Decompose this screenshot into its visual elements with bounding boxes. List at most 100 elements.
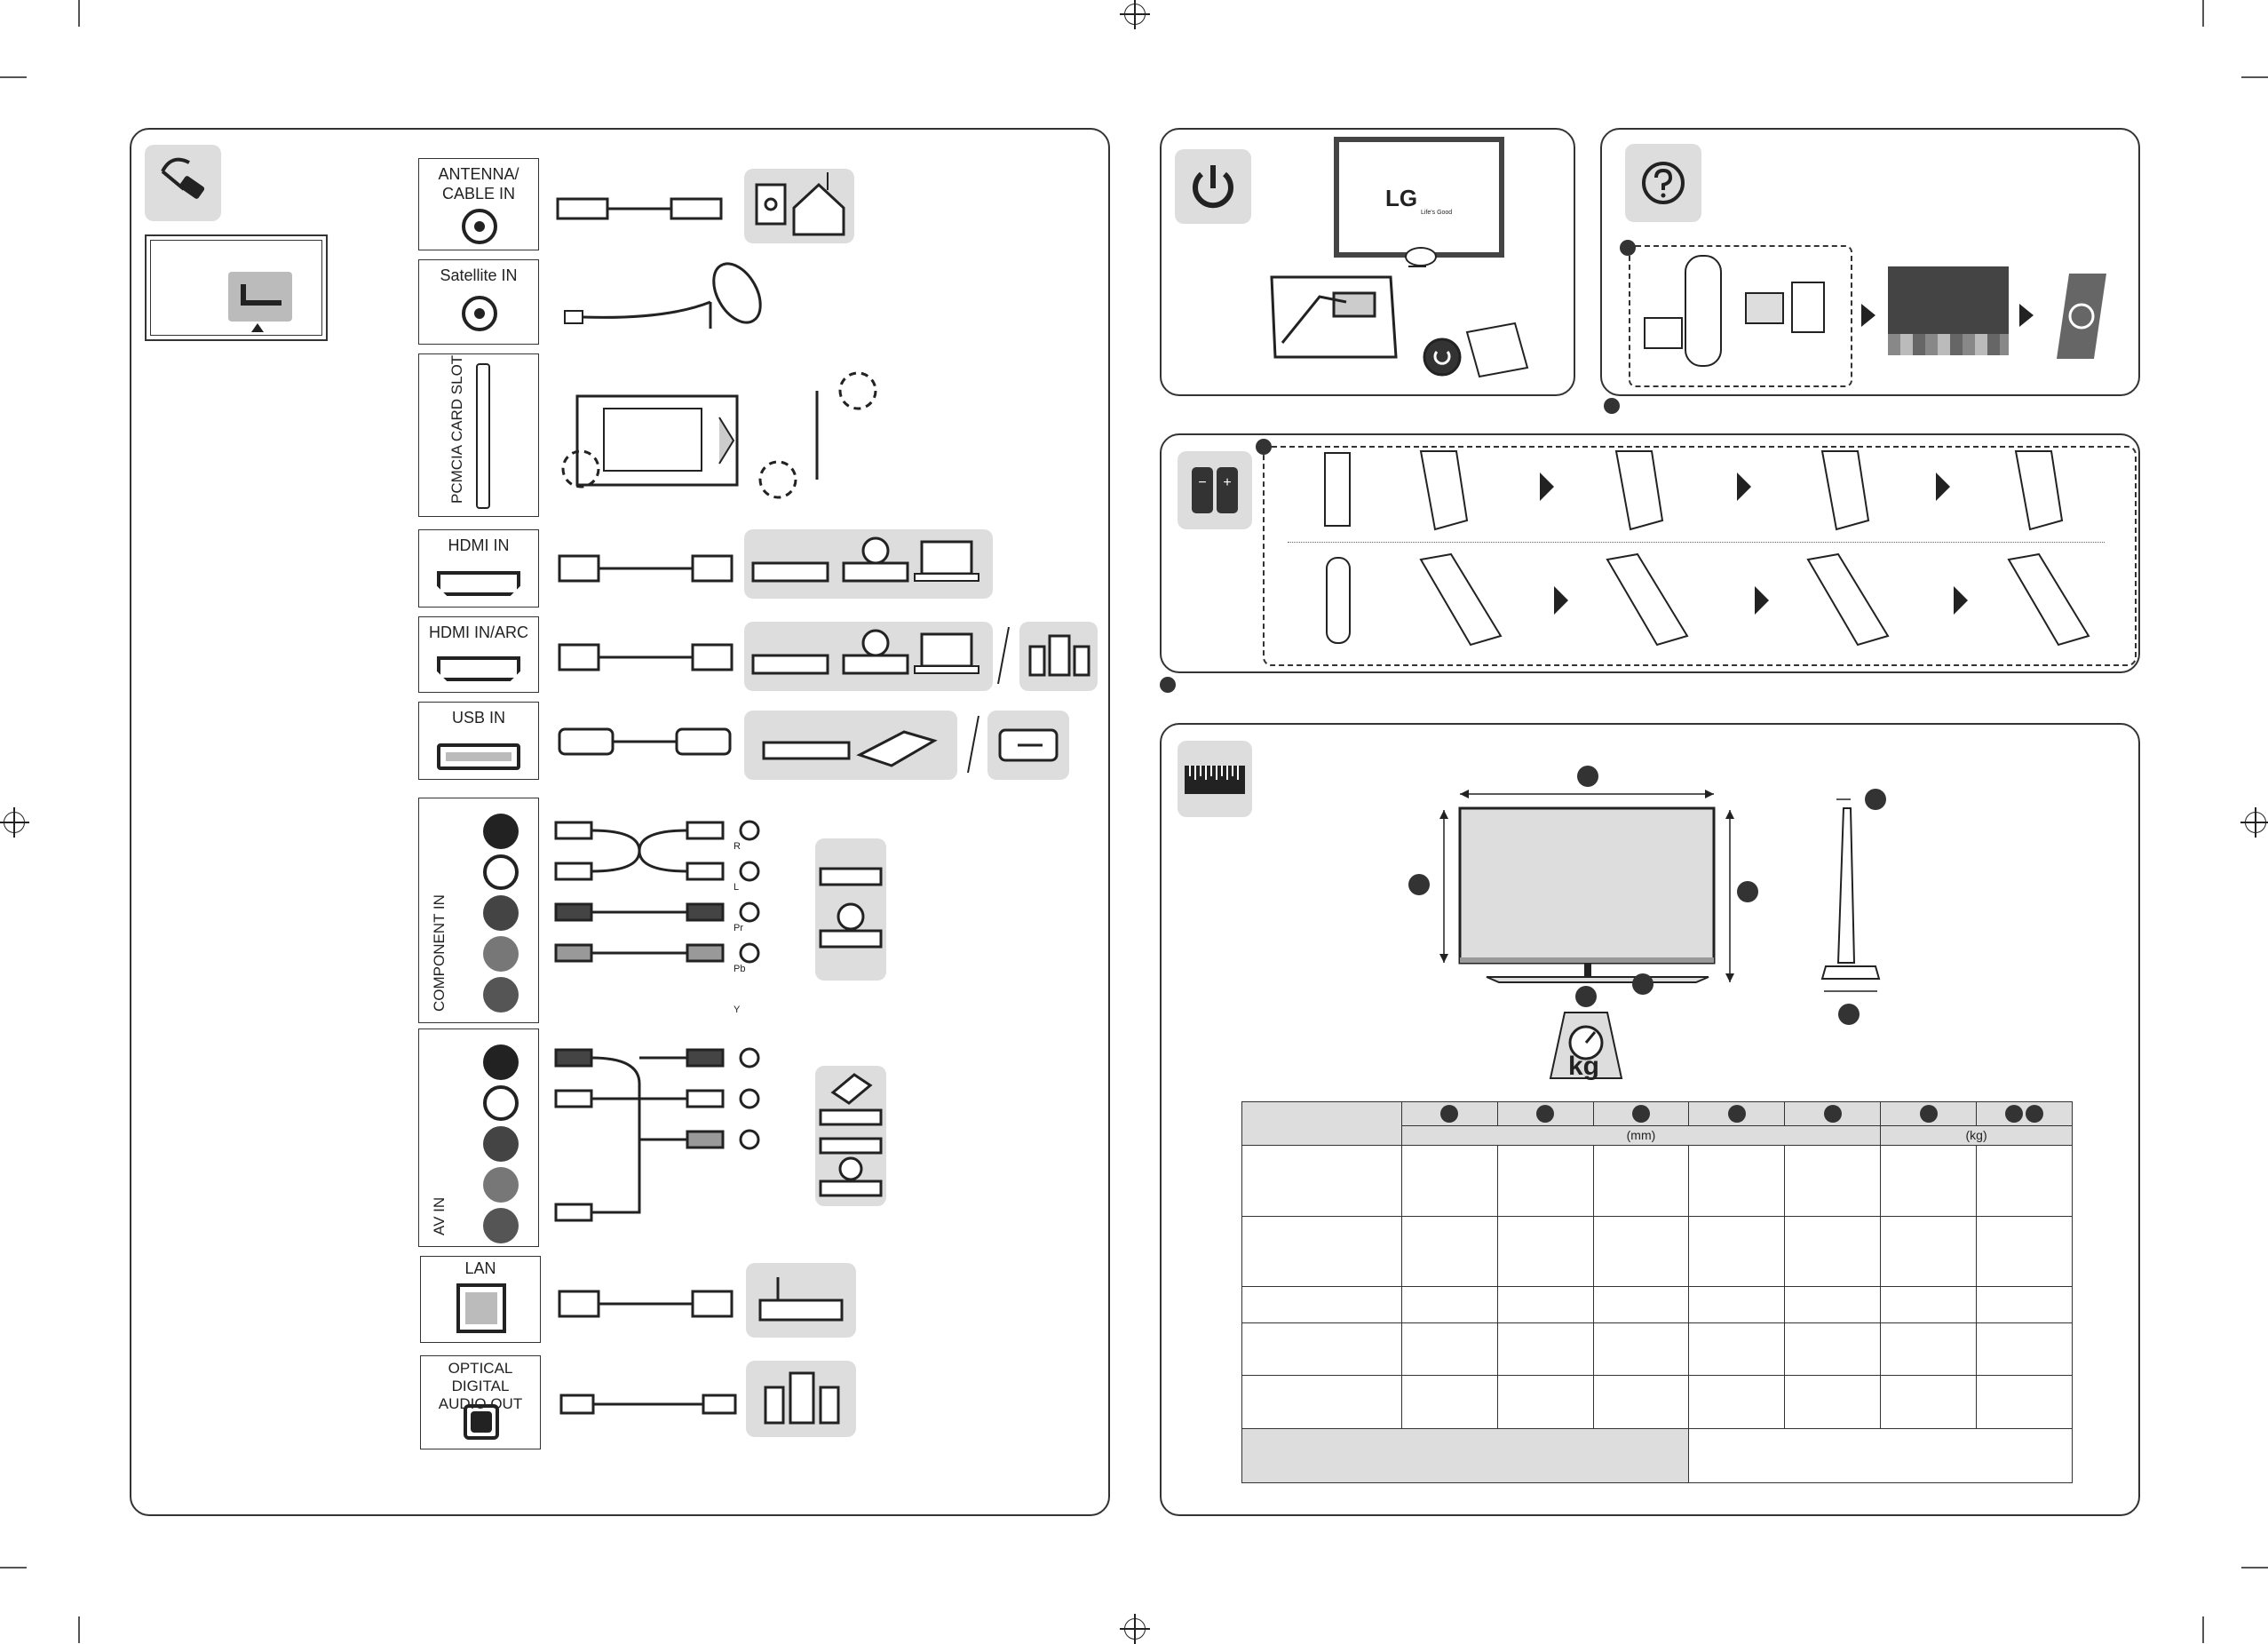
table-row [1241,1322,2073,1377]
hdmi-label: HDMI IN [448,536,510,554]
battery-dashed-box [1263,446,2137,666]
arrow-right-icon [1861,304,1875,327]
component-port: COMPONENT IN [418,798,539,1023]
satellite-port: Satellite IN [418,259,539,345]
divider [1288,542,2105,543]
usb-devices-icon [744,711,957,780]
power-header [1175,149,1251,224]
crop-mark [2241,1567,2268,1569]
crop-mark [0,76,27,78]
crop-mark [2241,76,2268,78]
crop-mark [78,1616,80,1643]
crop-mark [2202,0,2204,27]
remote-home-illustration [1644,255,1825,367]
crop-mark [78,0,80,27]
satellite-label: Satellite IN [440,266,518,284]
av-port: AV IN [418,1028,539,1247]
plus-icon [1604,398,1620,414]
svg-text:−: − [1198,475,1206,490]
depth-badge [1865,789,1886,810]
svg-text:+: + [1223,475,1231,490]
slash-divider [967,715,979,774]
tv-side-diagram [1820,798,1881,992]
coax-cable [556,197,723,220]
units-kg: (kg) [1880,1124,2073,1147]
antenna-port: ANTENNA/ CABLE IN [418,158,539,250]
crop-mark [0,1567,27,1569]
component-devices-icon [815,838,886,981]
hdmi-arc-port: HDMI IN/ARC [418,616,539,693]
dimension-badge [1575,986,1597,1007]
satellite-dish-icon [564,262,762,329]
av-cable [554,1047,760,1222]
pcmcia-port: PCMCIA CARD SLOT [418,353,539,517]
units-mm: (mm) [1400,1124,1882,1147]
table-row [1241,1375,2073,1429]
table-row [1241,1215,2073,1288]
component-cable [554,820,760,964]
hdmi-devices-icon [744,529,993,599]
tv-dimension-diagram [1439,790,1734,983]
port-area [228,272,292,322]
antenna-label: ANTENNA/ CABLE IN [438,165,519,203]
dimensions-header [1178,741,1252,817]
ruler-icon [1185,766,1245,794]
component-jack-labels: R L Pr Pb Y [734,841,746,1015]
table-row [1241,1286,2073,1324]
dimension-badge [1408,874,1430,895]
hdmi-arc-cable [558,643,734,671]
registration-mark [1120,1614,1150,1644]
router-icon [746,1263,856,1338]
plus-icon [1620,240,1636,256]
usb-port: USB IN [418,702,539,780]
antenna-house-icon [744,169,854,243]
connections-panel [130,128,1110,1516]
slash-divider [997,626,1010,685]
speaker-system-icon [746,1361,856,1437]
registration-mark [0,807,29,838]
plus-icon [1256,439,1272,455]
registration-mark [1120,0,1150,29]
remote-power-illustration [1423,322,1529,378]
hdmi-cable [558,554,734,583]
cable-plug-icon [161,157,205,199]
dimension-badge [1577,766,1598,787]
dimension-badge [1632,973,1653,995]
table-corner [1241,1100,1402,1147]
pcmcia-label: PCMCIA CARD SLOT [448,354,465,504]
lg-tagline: Life's Good [1421,210,1453,216]
lan-cable [558,1290,734,1318]
hdmi-arc-label: HDMI IN/ARC [429,623,528,641]
crop-mark [2202,1616,2204,1643]
help-header [1625,144,1701,222]
hdmi-arc-devices-icon [744,622,993,691]
component-label: COMPONENT IN [431,894,448,1012]
dimension-badge [1737,881,1758,902]
press-button-illustration [1270,266,1426,359]
help-dashed-box [1629,245,1852,387]
arrow-right-icon [2019,304,2034,327]
lan-label: LAN [464,1259,496,1277]
stand-depth-badge [1838,1004,1860,1025]
scale-label: kg [1568,1052,1600,1081]
hdmi-port: HDMI IN [418,529,539,608]
tv-help-screen [1888,266,2009,355]
battery-header: − + [1178,451,1252,529]
usb-cable [558,727,732,756]
plus-icon [1160,677,1176,693]
spec-table: (mm) (kg) [1241,1100,2073,1484]
tv-rear-diagram [145,234,328,341]
optical-cable [559,1394,737,1415]
usb-stick-icon [987,711,1069,780]
av-devices-icon [815,1066,886,1206]
lan-port: LAN [420,1256,541,1343]
av-label: AV IN [431,1196,448,1235]
table-row [1241,1427,2073,1484]
usb-label: USB IN [451,709,505,727]
lg-logo: LG [1385,185,1418,211]
battery-icon: − + [1192,467,1238,513]
tv-front: LG Life's Good [1334,137,1504,258]
ci-module-icon [561,371,877,499]
speaker-icon [1019,622,1098,691]
question-icon [1642,162,1685,204]
